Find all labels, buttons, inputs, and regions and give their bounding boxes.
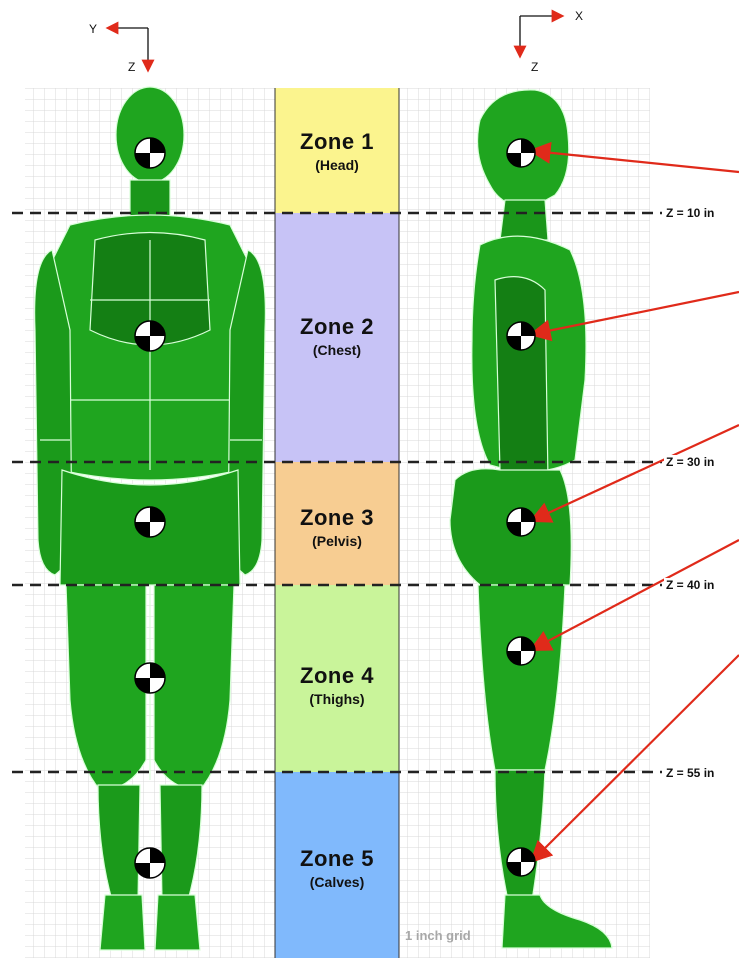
zone-5-label: Zone 5 (Calves)	[275, 846, 399, 890]
side-cg-marker-5	[507, 848, 535, 876]
grid-scale-note: 1 inch grid	[405, 928, 471, 943]
side-cg-marker-1	[507, 139, 535, 167]
front-cg-marker-4	[135, 663, 165, 693]
front-cg-marker-2	[135, 321, 165, 351]
front-z-axis-label: Z	[128, 60, 135, 74]
zone-5-name: Zone 5	[275, 846, 399, 872]
zone-3-name: Zone 3	[275, 505, 399, 531]
side-cg-marker-3	[507, 508, 535, 536]
zone-1-name: Zone 1	[275, 129, 399, 155]
zone-4-label: Zone 4 (Thighs)	[275, 663, 399, 707]
side-x-axis-label: X	[575, 9, 583, 23]
front-y-axis-label: Y	[89, 22, 97, 36]
zone-5-subtitle: (Calves)	[275, 874, 399, 890]
boundary-label-40: Z = 40 in	[664, 578, 716, 592]
side-z-axis-label: Z	[531, 60, 538, 74]
front-cg-marker-1	[135, 138, 165, 168]
zone-1-subtitle: (Head)	[275, 157, 399, 173]
zone-4-name: Zone 4	[275, 663, 399, 689]
side-cg-marker-4	[507, 637, 535, 665]
zone-4-subtitle: (Thighs)	[275, 691, 399, 707]
side-cg-marker-2	[507, 322, 535, 350]
boundary-label-30: Z = 30 in	[664, 455, 716, 469]
zone-3-subtitle: (Pelvis)	[275, 533, 399, 549]
zone-2-name: Zone 2	[275, 314, 399, 340]
boundary-label-55: Z = 55 in	[664, 766, 716, 780]
zone-2-label: Zone 2 (Chest)	[275, 314, 399, 358]
front-cg-marker-3	[135, 507, 165, 537]
side-axes	[520, 16, 562, 56]
front-cg-marker-5	[135, 848, 165, 878]
zone-2-subtitle: (Chest)	[275, 342, 399, 358]
zone-3-label: Zone 3 (Pelvis)	[275, 505, 399, 549]
boundary-label-10: Z = 10 in	[664, 206, 716, 220]
zone-1-label: Zone 1 (Head)	[275, 129, 399, 173]
